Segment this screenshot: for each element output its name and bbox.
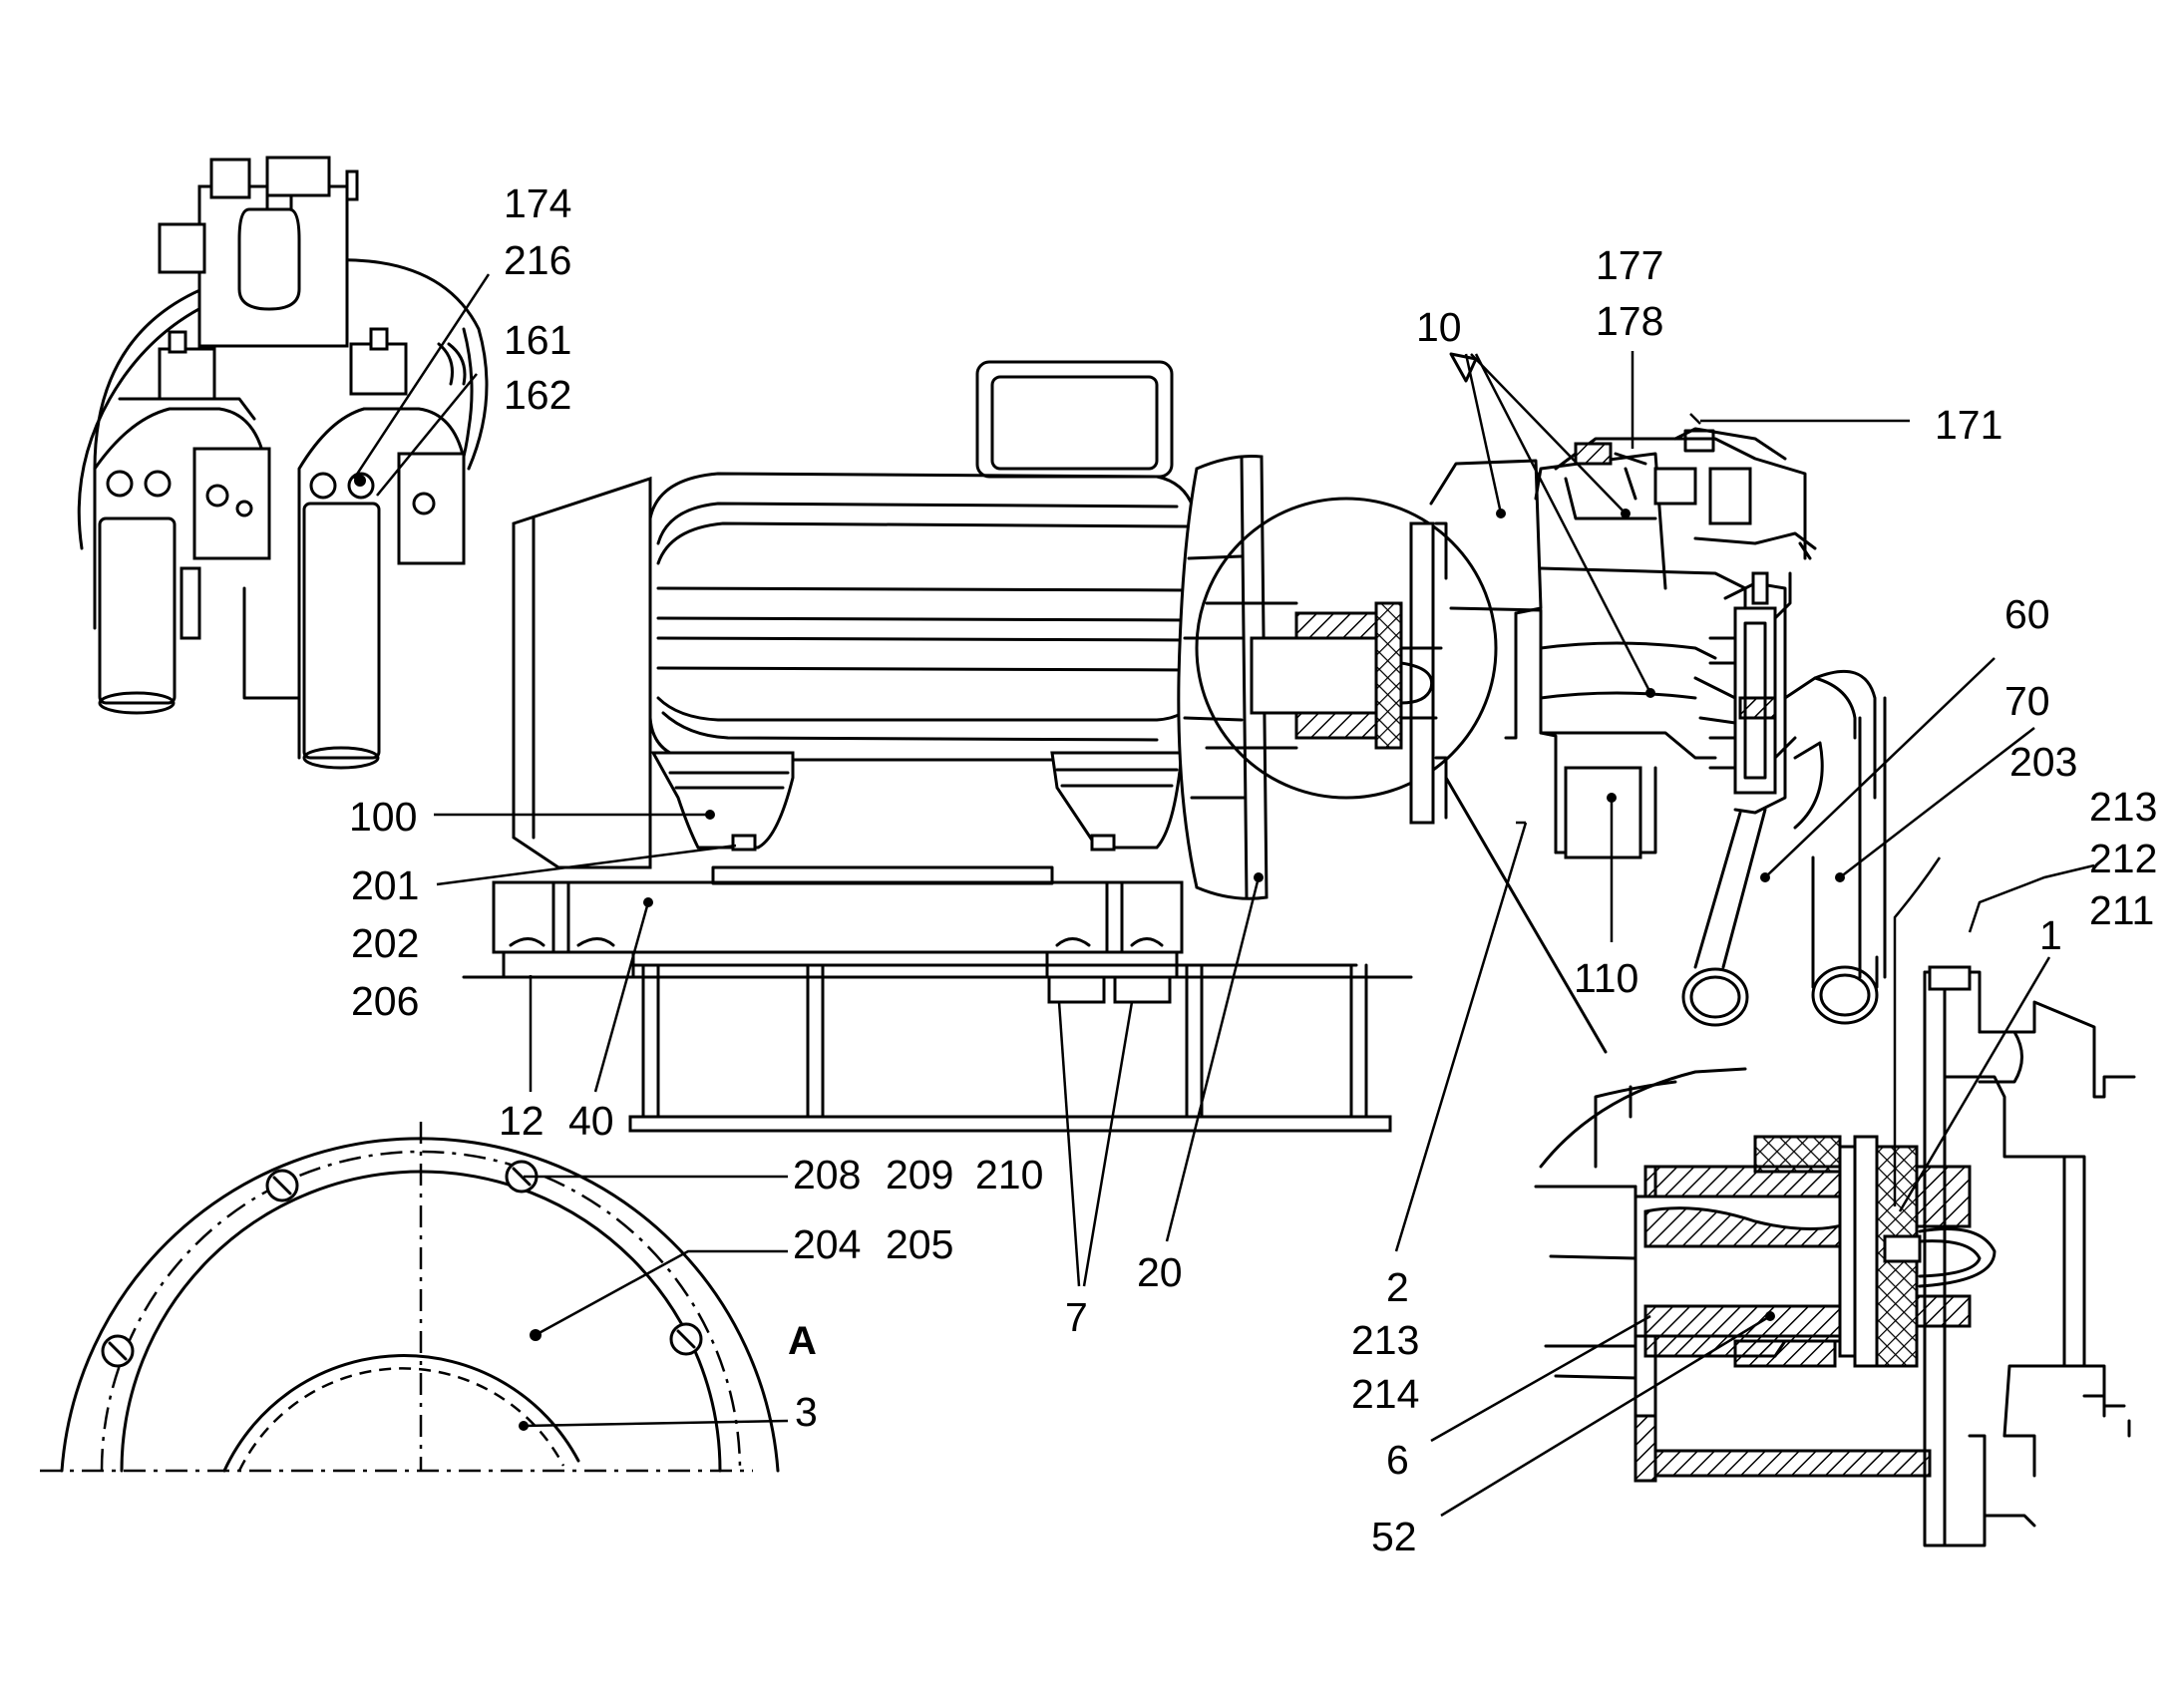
- detail-circle: [1195, 497, 1498, 825]
- label-209: 209: [886, 1152, 953, 1197]
- label-203: 203: [2009, 739, 2077, 785]
- part-labels: 174 216 161 162 177 178 10 171 60 70 203…: [349, 180, 2157, 1559]
- label-161: 161: [504, 317, 571, 363]
- label-177: 177: [1596, 242, 1663, 288]
- label-6: 6: [1386, 1437, 1409, 1483]
- terminal-box-110: [1564, 766, 1642, 859]
- label-213-bottom: 213: [1351, 1317, 1419, 1363]
- label-208: 208: [793, 1152, 861, 1197]
- label-216: 216: [504, 237, 571, 283]
- label-2: 2: [1386, 1264, 1409, 1310]
- label-214: 214: [1351, 1371, 1419, 1417]
- label-204: 204: [793, 1221, 861, 1267]
- label-3: 3: [795, 1389, 818, 1435]
- label-205: 205: [886, 1221, 953, 1267]
- label-12: 12: [499, 1098, 545, 1144]
- control-box: [197, 184, 349, 348]
- label-52: 52: [1371, 1514, 1417, 1559]
- label-110: 110: [1574, 955, 1638, 1001]
- label-60: 60: [2004, 591, 2050, 637]
- label-7: 7: [1065, 1294, 1088, 1340]
- right-brake-magnet: [242, 327, 467, 770]
- base-plate-40: [492, 880, 1184, 954]
- sectional-detail: [1534, 965, 2136, 1547]
- motor-side-view: [462, 360, 1413, 1133]
- label-162: 162: [504, 372, 571, 418]
- flange-view-A: [40, 1122, 780, 1473]
- label-40: 40: [568, 1098, 614, 1144]
- label-212: 212: [2089, 836, 2157, 881]
- label-211: 211: [2089, 887, 2154, 933]
- label-1: 1: [2039, 912, 2062, 958]
- label-213-top: 213: [2089, 784, 2157, 830]
- label-206: 206: [351, 978, 419, 1024]
- brake-housing-right: [1429, 427, 1887, 1027]
- label-171: 171: [1935, 402, 2002, 448]
- label-10: 10: [1416, 304, 1462, 350]
- label-178: 178: [1596, 298, 1663, 344]
- leader-lines: [352, 273, 2095, 1518]
- label-174: 174: [504, 180, 571, 226]
- label-202: 202: [351, 920, 419, 966]
- label-201: 201: [351, 862, 419, 908]
- label-100: 100: [349, 794, 417, 840]
- label-20: 20: [1137, 1249, 1183, 1295]
- label-210: 210: [975, 1152, 1043, 1197]
- left-brake-magnet: [93, 330, 271, 715]
- view-label-A: A: [788, 1319, 817, 1363]
- brake-end-view: [77, 156, 489, 770]
- label-70: 70: [2004, 678, 2050, 724]
